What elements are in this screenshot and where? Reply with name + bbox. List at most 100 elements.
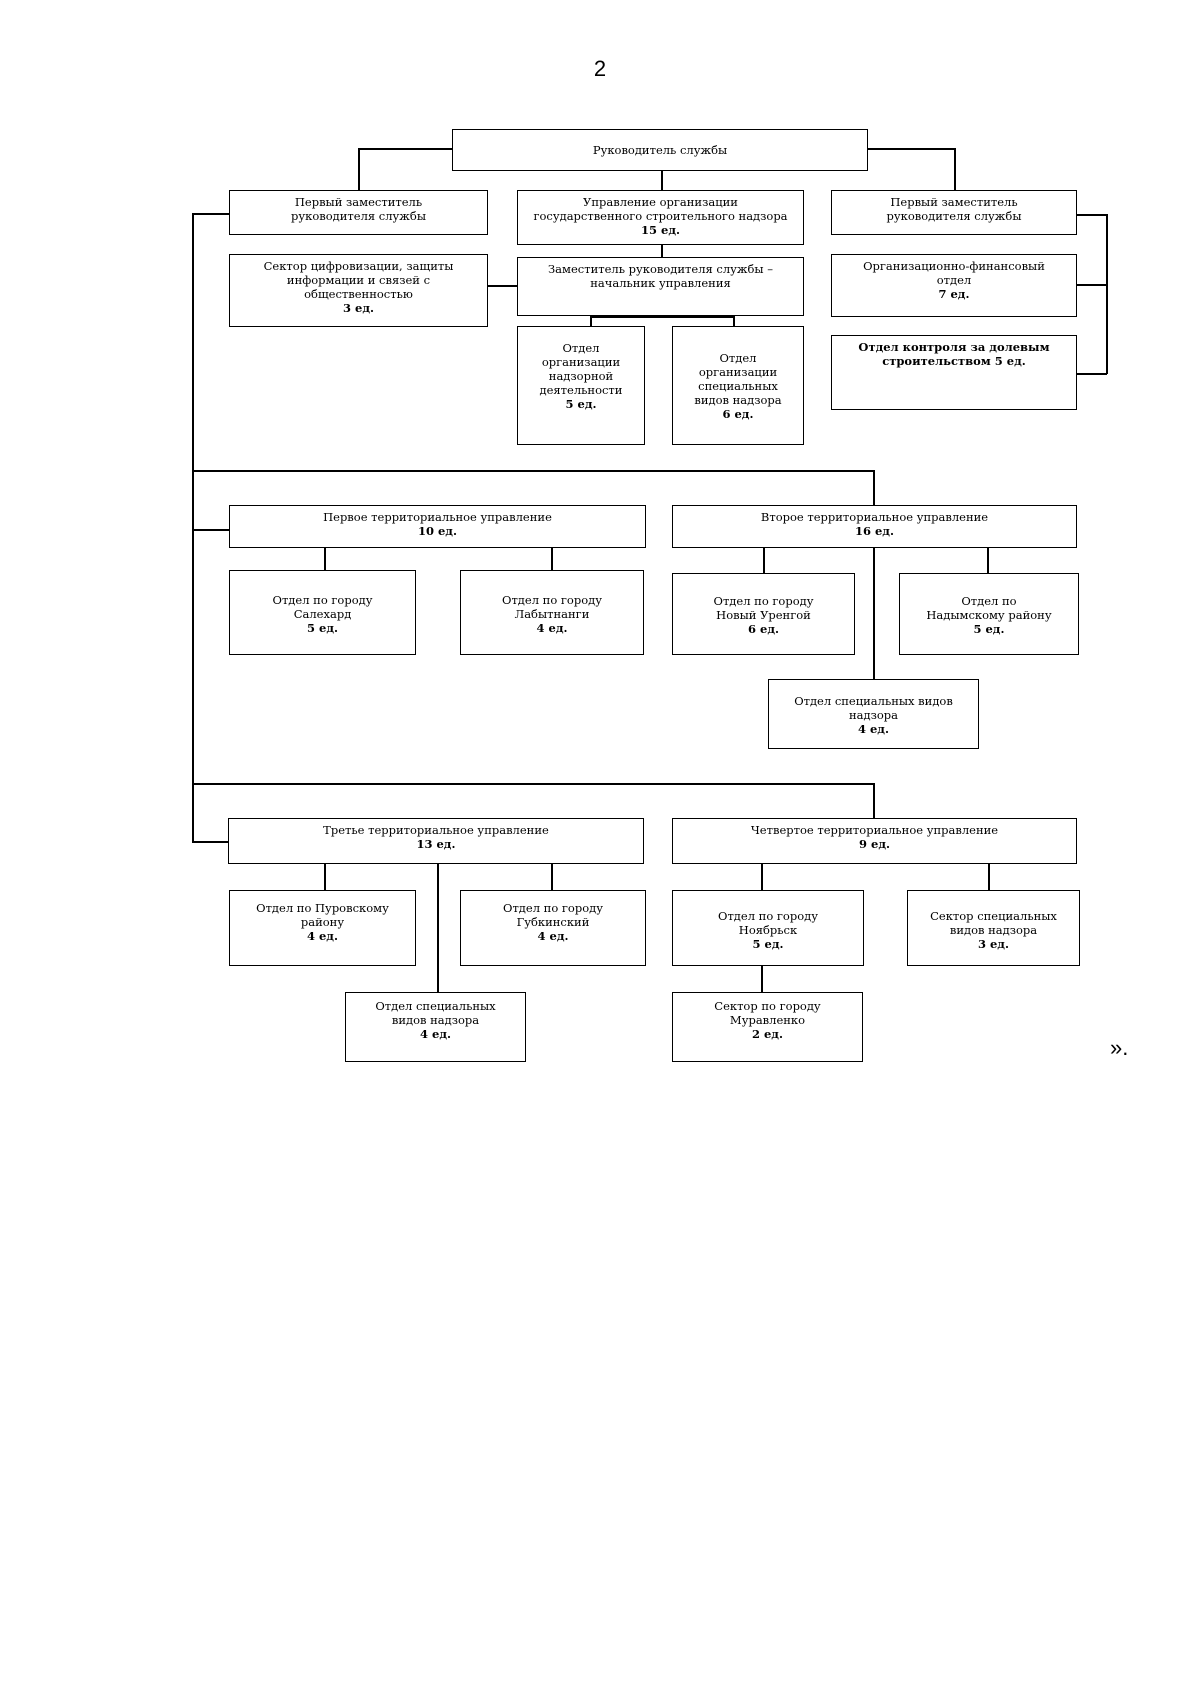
special-supervision-box: Отдел организации специальных видов надз…	[672, 326, 804, 445]
box-units: 9 ед.	[859, 837, 890, 851]
connector	[873, 783, 875, 818]
connector	[324, 864, 326, 890]
connector	[192, 213, 229, 215]
box-title: Отдел по Пуровскому району	[256, 901, 389, 929]
box-units: 4 ед.	[537, 929, 569, 943]
box-title: Руководитель службы	[592, 143, 728, 157]
connector	[1077, 214, 1107, 216]
box-units: 5 ед.	[973, 622, 1005, 636]
box-title: Сектор цифровизации, защиты информации и…	[263, 259, 454, 301]
box-units: 4 ед.	[420, 1027, 451, 1041]
box-title: Организационно-финансовый отдел	[863, 259, 1045, 287]
box-units: 7 ед.	[938, 287, 970, 301]
connector	[763, 548, 765, 573]
first-deputy-left-box: Первый заместитель руководителя службы	[229, 190, 488, 235]
connector	[324, 548, 326, 570]
box-units: 6 ед.	[748, 622, 779, 636]
head-box: Руководитель службы	[452, 129, 868, 171]
connector	[988, 864, 990, 890]
deputy-head-box: Заместитель руководителя службы – началь…	[517, 257, 804, 316]
box-title: Первый заместитель руководителя службы	[291, 195, 426, 223]
connector	[1077, 373, 1107, 375]
box-units: 6 ед.	[722, 407, 754, 421]
box-title: Второе территориальное управление	[760, 510, 989, 524]
box-units: 5 ед.	[307, 621, 338, 635]
connector	[358, 148, 452, 150]
connector	[551, 548, 553, 570]
box-title: Отдел по городу Лабытнанги	[502, 593, 602, 621]
connector	[873, 548, 875, 679]
connector	[873, 470, 875, 505]
connector	[954, 148, 956, 190]
connector	[358, 148, 360, 190]
connector	[590, 316, 592, 326]
box-units: 4 ед.	[306, 929, 338, 943]
box-units: 2 ед.	[751, 1027, 783, 1041]
box-title: Первое территориальное управление	[323, 510, 552, 524]
directorate-box: Управление организации государственного …	[517, 190, 804, 245]
connector	[192, 470, 874, 472]
connector	[437, 864, 439, 992]
box-title: Первый заместитель руководителя службы	[886, 195, 1022, 223]
box-units: 5 ед.	[752, 937, 784, 951]
supervision-org-box: Отдел организации надзорной деятельности…	[517, 326, 645, 445]
box-units: 3 ед.	[977, 937, 1009, 951]
closing-quote-mark: ».	[1110, 1035, 1129, 1060]
connector	[733, 316, 735, 326]
box-units: 5 ед.	[565, 397, 597, 411]
box-units: 13 ед.	[416, 837, 456, 851]
connector	[551, 864, 553, 890]
box-title: Заместитель руководителя службы – началь…	[548, 262, 773, 290]
connector	[488, 285, 518, 287]
connector	[192, 783, 874, 785]
box-units: 3 ед.	[343, 301, 374, 315]
box-title: Третье территориальное управление	[323, 823, 549, 837]
connector	[867, 148, 955, 150]
box-title: Сектор по городу Муравленко	[714, 999, 821, 1027]
connector	[1077, 284, 1107, 286]
box-title: Отдел организации специальных видов надз…	[694, 351, 782, 407]
box-title: Отдел по городу Новый Уренгой	[713, 594, 814, 622]
connector	[761, 864, 763, 890]
box-units: 4 ед.	[536, 621, 568, 635]
connector	[590, 316, 734, 318]
connector	[192, 841, 229, 843]
box-units: 16 ед.	[854, 524, 894, 538]
box-title: Четвертое территориальное управление	[750, 823, 999, 837]
first-deputy-right-box: Первый заместитель руководителя службы	[831, 190, 1077, 235]
connector	[761, 966, 763, 992]
box-title: Отдел организации надзорной деятельности	[539, 341, 623, 397]
box-title: Отдел по городу Салехард	[272, 593, 373, 621]
box-title: Отдел специальных видов надзора	[375, 999, 496, 1027]
connector	[661, 170, 663, 190]
box-title: Сектор специальных видов надзора	[930, 909, 1057, 937]
page-number: 2	[593, 56, 607, 81]
digital-sector-box: Сектор цифровизации, защиты информации и…	[229, 254, 488, 327]
shared-construction-box: Отдел контроля за долевым строительством…	[831, 335, 1077, 410]
connector	[192, 213, 194, 842]
connector	[1106, 214, 1108, 374]
box-title: Отдел по городу Ноябрьск	[718, 909, 818, 937]
box-title: Отдел специальных видов надзора	[794, 694, 953, 722]
box-title: Управление организации государственного …	[533, 195, 788, 223]
connector	[661, 245, 663, 257]
box-title: Отдел по Надымскому району	[926, 594, 1052, 622]
box-units: 4 ед.	[857, 722, 889, 736]
box-units: 10 ед.	[417, 524, 457, 538]
connector	[192, 529, 229, 531]
